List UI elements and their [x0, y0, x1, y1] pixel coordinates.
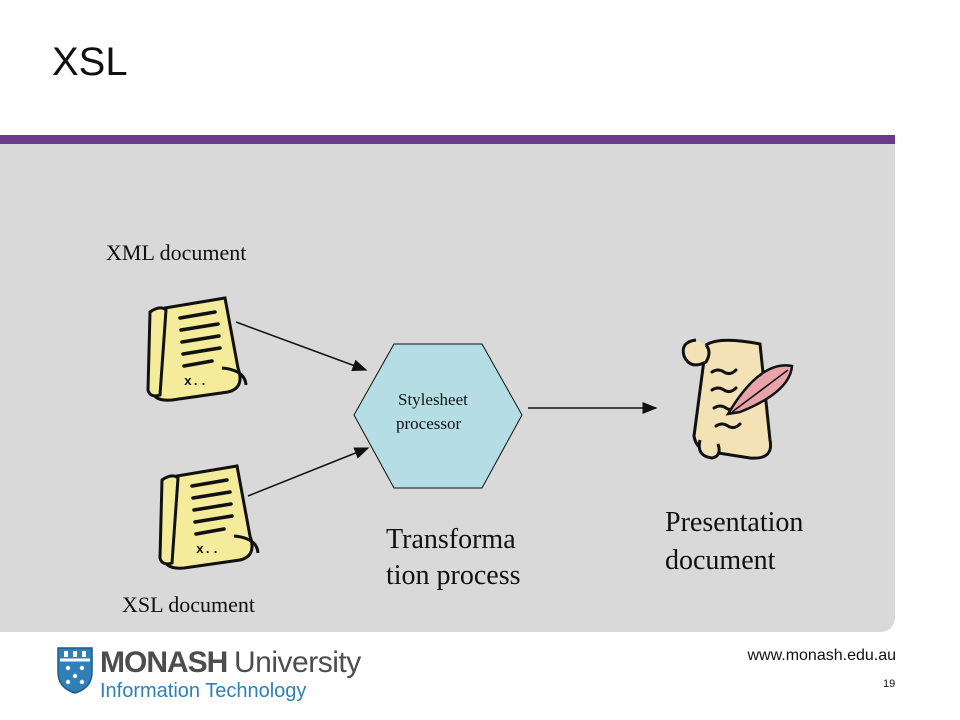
xsl-to-processor-arrow [247, 447, 370, 497]
transformation-label-line1: Transforma [386, 524, 516, 555]
logo-monash-text: MONASH [100, 646, 228, 679]
slide-title: XSL [52, 40, 128, 84]
xml-document-label: XML document [106, 240, 247, 265]
presentation-label-line1: Presentation [665, 507, 804, 538]
svg-text:x..: x.. [184, 374, 207, 389]
xsl-document-icon: x.. [158, 464, 260, 570]
website-url: www.monash.edu.au [747, 647, 896, 664]
xml-to-processor-arrow [235, 321, 368, 371]
monash-logo: MONASH University Information Technology [56, 644, 386, 706]
xsl-document-label: XSL document [122, 592, 255, 617]
presentation-scroll-icon [681, 338, 794, 460]
svg-text:x..: x.. [196, 542, 219, 557]
presentation-label: Presentation document [665, 504, 803, 580]
stylesheet-processor-hexagon [353, 343, 523, 489]
presentation-label-line2: document [665, 545, 776, 576]
logo-university-text: University [234, 646, 361, 679]
processor-label-line1: Stylesheet [398, 390, 468, 409]
crest-icon [57, 647, 93, 694]
logo-faculty-text: Information Technology [100, 680, 307, 702]
transformation-label: Transforma tion process [386, 522, 521, 594]
xml-document-icon: x.. [146, 296, 248, 402]
processor-label: Stylesheet processor [396, 388, 468, 436]
processor-label-line2: processor [396, 414, 462, 433]
transformation-label-line2: tion process [386, 560, 521, 591]
page-number: 19 [883, 678, 896, 690]
accent-bar [0, 135, 895, 144]
